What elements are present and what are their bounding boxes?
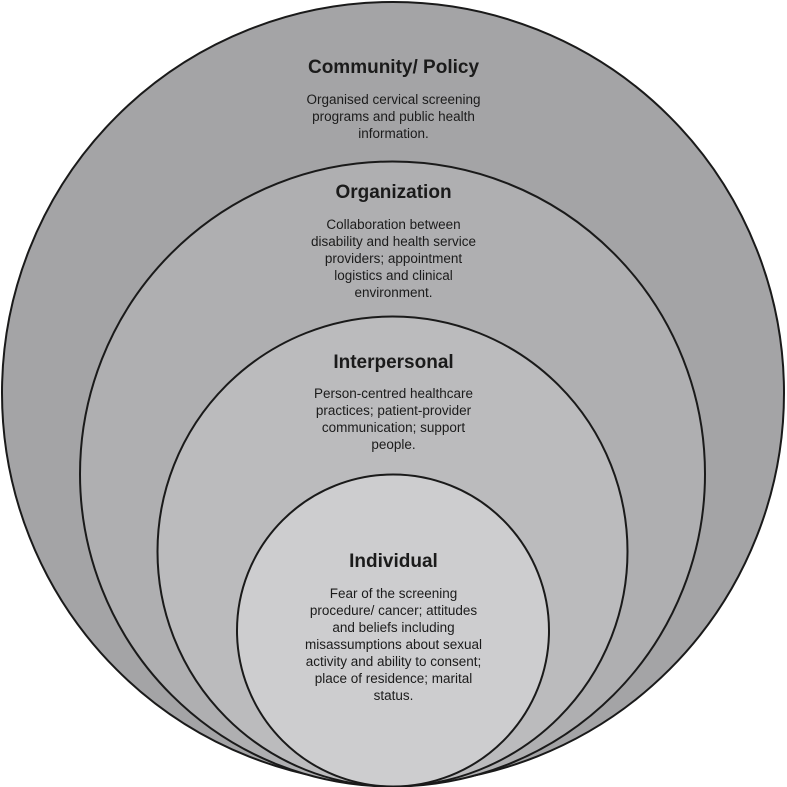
community-policy-title: Community/ Policy	[307, 57, 480, 78]
interpersonal-desc-line: people.	[371, 437, 416, 452]
organization-desc-line: logistics and clinical	[334, 268, 453, 283]
individual-description: Fear of the screening procedure/ cancer;…	[0, 585, 787, 704]
organization-desc-line: Collaboration between	[326, 217, 461, 232]
individual-desc-line: activity and ability to consent;	[305, 654, 482, 669]
individual-desc-line: misassumptions about sexual	[304, 637, 483, 652]
interpersonal-desc-line: practices; patient-provider	[315, 403, 472, 418]
organization-description: Collaboration between disability and hea…	[0, 216, 787, 301]
community-policy-desc-line: information.	[358, 126, 429, 141]
individual-desc-line: place of residence; marital	[314, 671, 473, 686]
community-policy-description: Organised cervical screening programs an…	[0, 91, 787, 142]
community-policy-desc-line: programs and public health	[312, 109, 475, 124]
interpersonal-desc-line: Person-centred healthcare	[313, 386, 474, 401]
organization-title: Organization	[335, 182, 452, 203]
individual-desc-line: status.	[373, 688, 414, 703]
individual-title: Individual	[349, 551, 438, 572]
individual-desc-line: Fear of the screening	[329, 586, 458, 601]
community-policy-desc-line: Organised cervical screening	[306, 92, 481, 107]
interpersonal-description: Person-centred healthcare practices; pat…	[0, 385, 787, 453]
interpersonal-desc-line: communication; support	[321, 420, 466, 435]
organization-desc-line: environment.	[354, 285, 433, 300]
organization-desc-line: providers; appointment	[324, 251, 463, 266]
interpersonal-title: Interpersonal	[333, 352, 454, 373]
individual-desc-line: and beliefs including	[332, 620, 455, 635]
individual-desc-line: procedure/ cancer; attitudes	[309, 603, 478, 618]
organization-desc-line: disability and health service	[310, 234, 477, 249]
